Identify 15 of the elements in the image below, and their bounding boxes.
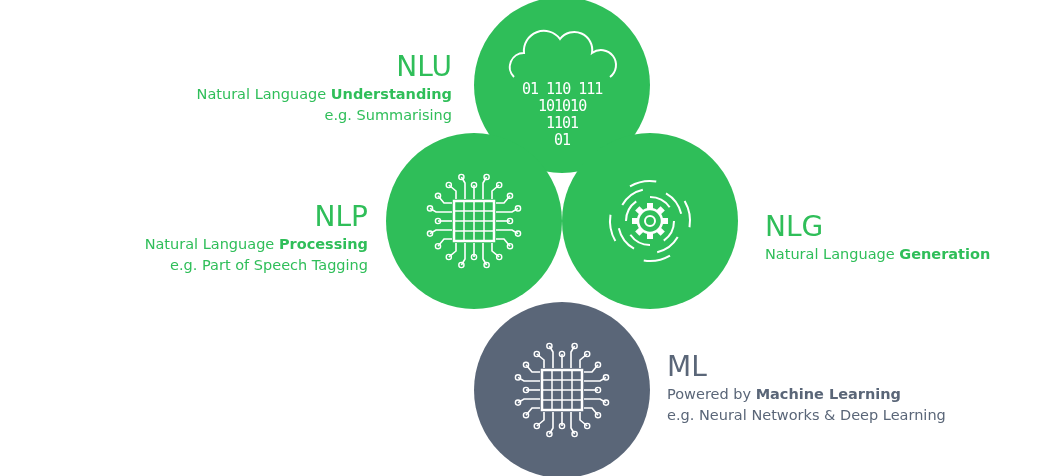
description: e.g. Summarising (323, 106, 452, 125)
heading: ML (667, 350, 708, 384)
description: e.g. Part of Speech Tagging (169, 256, 368, 275)
heading: NLG (765, 210, 825, 244)
binary-digits: 01 110 111 (522, 81, 603, 98)
description: Natural Language Processing (144, 235, 368, 254)
description: Natural Language Generation (765, 245, 991, 264)
description: e.g. Neural Networks & Deep Learning (667, 406, 946, 425)
heading: NLU (395, 50, 452, 84)
binary-digits: 101010 (538, 98, 587, 115)
heading: NLP (313, 200, 368, 234)
binary-digits: 1101 (546, 115, 579, 132)
description: Powered by Machine Learning (667, 385, 902, 404)
description: Natural Language Understanding (196, 85, 452, 104)
binary-digits: 01 (554, 132, 571, 149)
